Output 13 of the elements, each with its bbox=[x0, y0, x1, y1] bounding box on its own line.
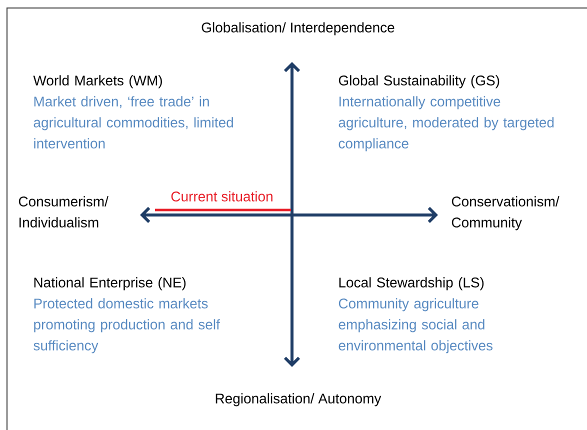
current-situation-label: Current situation bbox=[171, 191, 272, 202]
quadrant-heading: World Markets (WM) bbox=[33, 75, 162, 88]
quadrant-description: Community agriculture emphasizing social and environmental objectives bbox=[338, 298, 493, 354]
axis-label: Consumerism/ Individualism bbox=[18, 196, 108, 228]
quadrant-heading: Global Sustainability (GS) bbox=[338, 75, 500, 88]
axis-label: Globalisation/ Interdependence bbox=[202, 22, 394, 36]
quadrant-heading: Local Stewardship (LS) bbox=[339, 277, 484, 290]
quadrant-description: Protected domestic markets promoting production and self sufficiency bbox=[34, 298, 220, 354]
axis-label: Conservationism/ Community bbox=[452, 196, 560, 230]
quadrant-description: Internationally competitive agriculture, moderated by targeted compliance bbox=[338, 96, 554, 152]
axis-label: Regionalisation/ Autonomy bbox=[216, 393, 382, 406]
quadrant-heading: National Enterprise (NE) bbox=[34, 277, 186, 290]
quadrant-description: Market driven, ‘free trade’ in agricultural commodities, limited intervention bbox=[34, 96, 233, 148]
